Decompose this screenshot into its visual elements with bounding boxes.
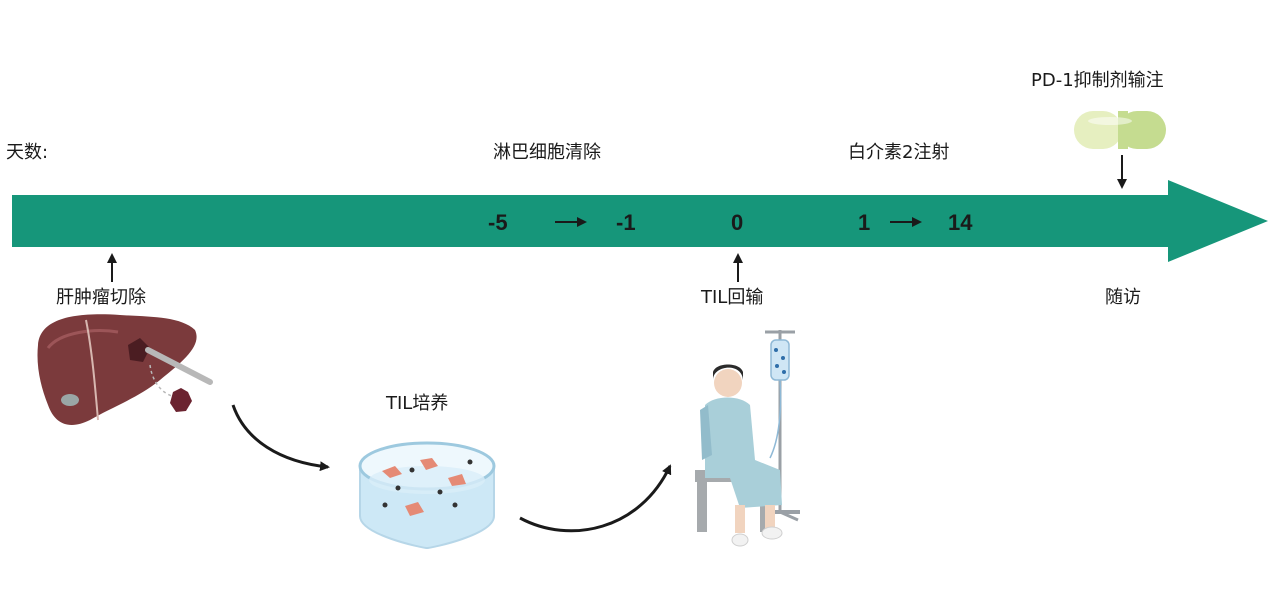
event-resection-label: 肝肿瘤切除 (56, 287, 146, 308)
day-minus1: -1 (616, 210, 636, 235)
event-followup-label: 随访 (1105, 287, 1141, 308)
day-one: 1 (858, 210, 871, 235)
day-fourteen: 14 (948, 210, 973, 235)
event-culture-label: TIL培养 (386, 393, 449, 414)
phase-lymphodepletion-label: 淋巴细胞清除 (493, 142, 601, 163)
timeline-arrow (12, 180, 1268, 262)
patient-infusion-icon (695, 330, 800, 547)
petri-dish-icon (358, 441, 496, 550)
flow-arrow-dish-to-patient (519, 464, 672, 533)
event-reinfusion-label: TIL回输 (701, 287, 764, 308)
capsule-icon (1074, 111, 1166, 149)
flow-arrow-liver-to-dish (231, 404, 330, 472)
day-minus5: -5 (488, 210, 508, 235)
days-axis-label: 天数: (6, 142, 49, 163)
liver-icon (37, 314, 213, 425)
phase-pd1-label: PD-1抑制剂输注 (1031, 70, 1164, 91)
phase-il2-label: 白介素2注射 (848, 142, 950, 163)
day-zero: 0 (731, 210, 744, 235)
